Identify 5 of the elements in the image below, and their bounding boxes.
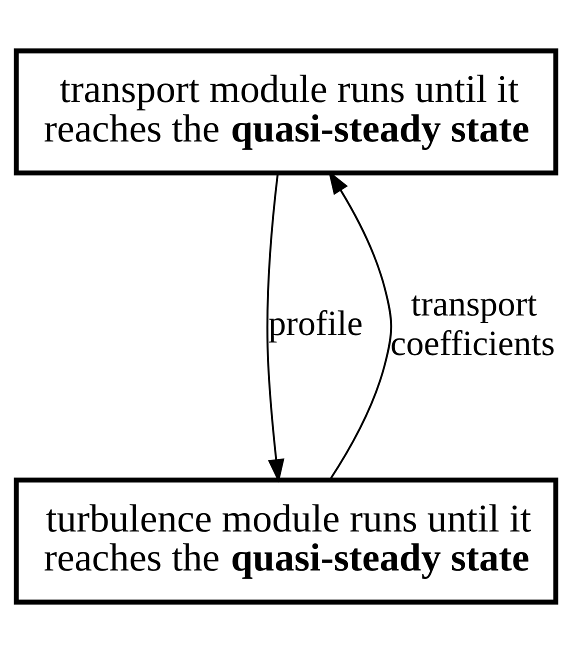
node-box: transport module runs until it reaches the quasi-steady state — [14, 48, 558, 176]
arrow — [266, 173, 284, 483]
node-box: turbulence module runs until it reaches the quasi-steady state — [14, 478, 558, 605]
edge-label: profile — [268, 303, 363, 344]
edge-label: transport coefficients — [390, 283, 555, 363]
